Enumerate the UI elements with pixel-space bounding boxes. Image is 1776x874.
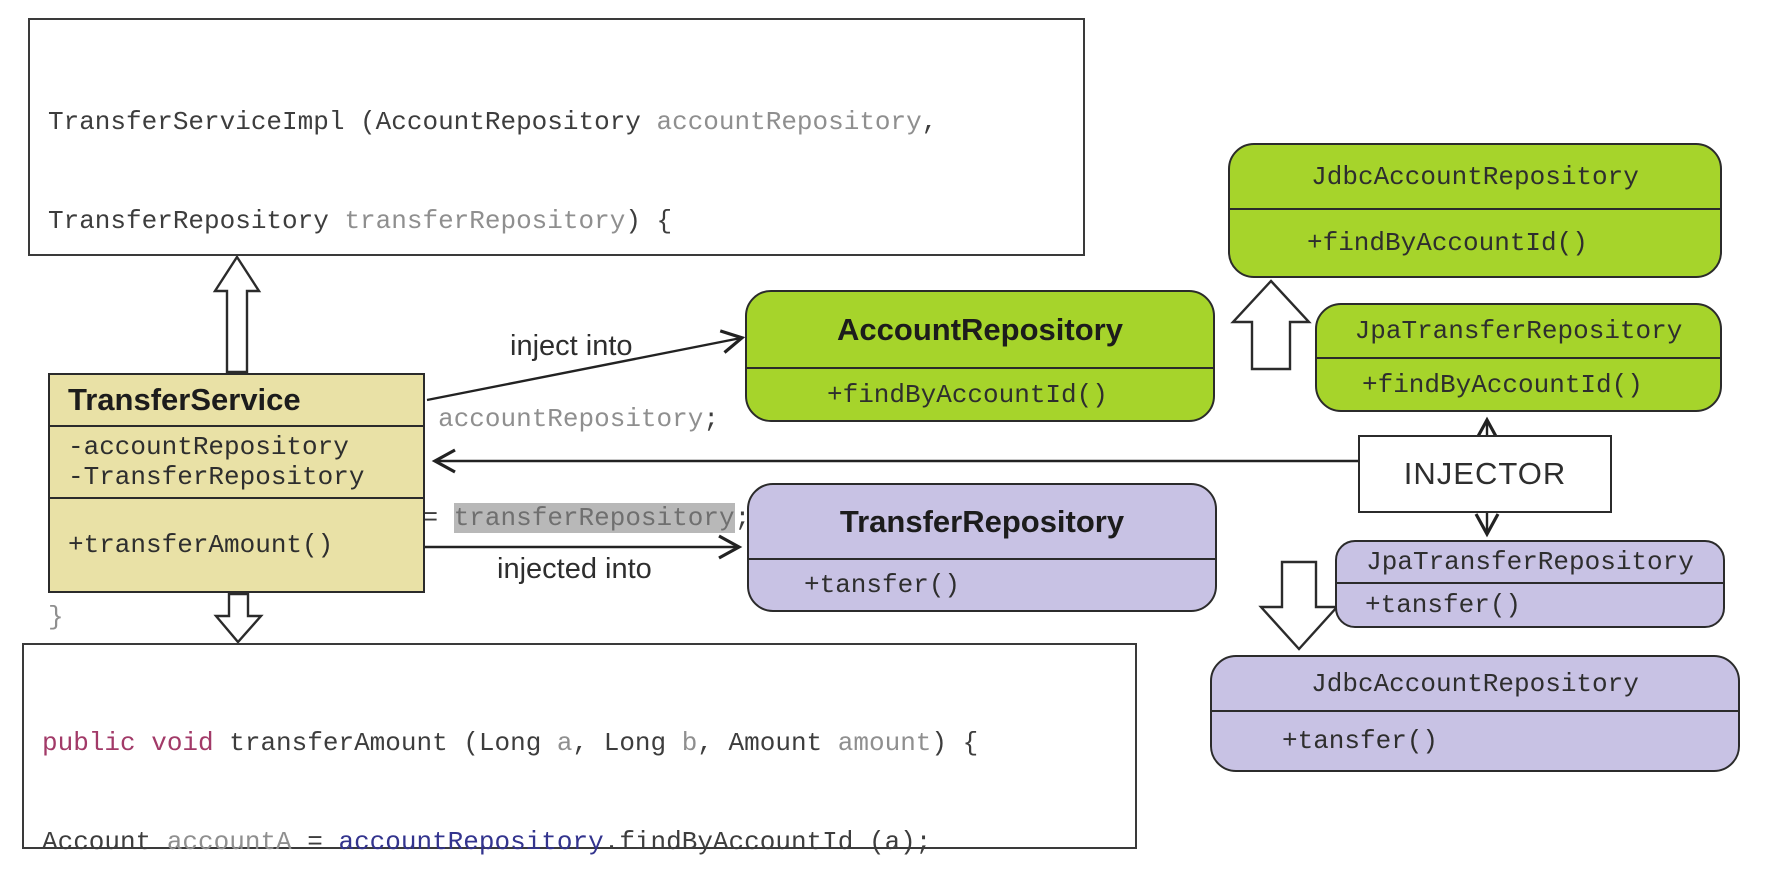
class-method: +findByAccountId() xyxy=(1317,357,1720,410)
jdbc-account-repository-green-class: JdbcAccountRepository +findByAccountId() xyxy=(1228,143,1722,278)
class-method: +findByAccountId() xyxy=(747,367,1213,420)
class-title: TransferRepository xyxy=(839,503,1125,539)
class-title: JdbcAccountRepository xyxy=(1311,668,1639,699)
field-transfer-repository: -TransferRepository xyxy=(68,462,365,492)
class-title: JdbcAccountRepository xyxy=(1311,161,1639,192)
class-method: +tansfer() xyxy=(749,558,1215,610)
class-method: +tansfer() xyxy=(1212,710,1738,770)
injector-label: INJECTOR xyxy=(1403,456,1567,491)
class-title: JpaTransferRepository xyxy=(1354,316,1683,346)
account-repository-interface: AccountRepository +findByAccountId() xyxy=(745,290,1215,422)
code-line: public void transferAmount (Long a, Long… xyxy=(42,728,979,758)
inject-into-label: inject into xyxy=(510,330,633,362)
field-account-repository: -accountRepository xyxy=(68,432,349,462)
jdbc-account-repository-purple-class: JdbcAccountRepository +tansfer() xyxy=(1210,655,1740,772)
constructor-code-box: TransferServiceImpl (AccountRepository a… xyxy=(28,18,1085,632)
transfer-service-class: TransferService -accountRepository -Tran… xyxy=(48,373,425,593)
class-title: JpaTransferRepository xyxy=(1366,547,1694,577)
hollow-arrow-up-jdbc-green xyxy=(1230,279,1312,371)
transfer-amount-code-box: public void transferAmount (Long a, Long… xyxy=(22,643,1137,857)
injected-into-label: injected into xyxy=(497,553,652,585)
class-title: TransferService xyxy=(68,382,301,417)
code-line: TransferRepository transferRepository) { xyxy=(48,206,673,236)
class-method: +tansfer() xyxy=(1337,582,1723,626)
transfer-repository-interface: TransferRepository +tansfer() xyxy=(747,483,1217,612)
class-fields: -accountRepository -TransferRepository xyxy=(50,425,423,497)
injector-box: INJECTOR xyxy=(1358,435,1612,513)
code-line: } xyxy=(48,602,64,632)
code-line: TransferServiceImpl (AccountRepository a… xyxy=(48,107,938,137)
class-method: +transferAmount() xyxy=(50,497,423,591)
hollow-arrow-down-jdbc-purple xyxy=(1258,560,1340,651)
jpa-transfer-repository-purple-class: JpaTransferRepository +tansfer() xyxy=(1335,540,1725,628)
jpa-transfer-repository-green-class: JpaTransferRepository +findByAccountId() xyxy=(1315,303,1722,412)
code-line: Account accountA = accountRepository.fin… xyxy=(42,827,932,857)
class-method: +findByAccountId() xyxy=(1230,208,1720,276)
class-title: AccountRepository xyxy=(837,311,1123,347)
